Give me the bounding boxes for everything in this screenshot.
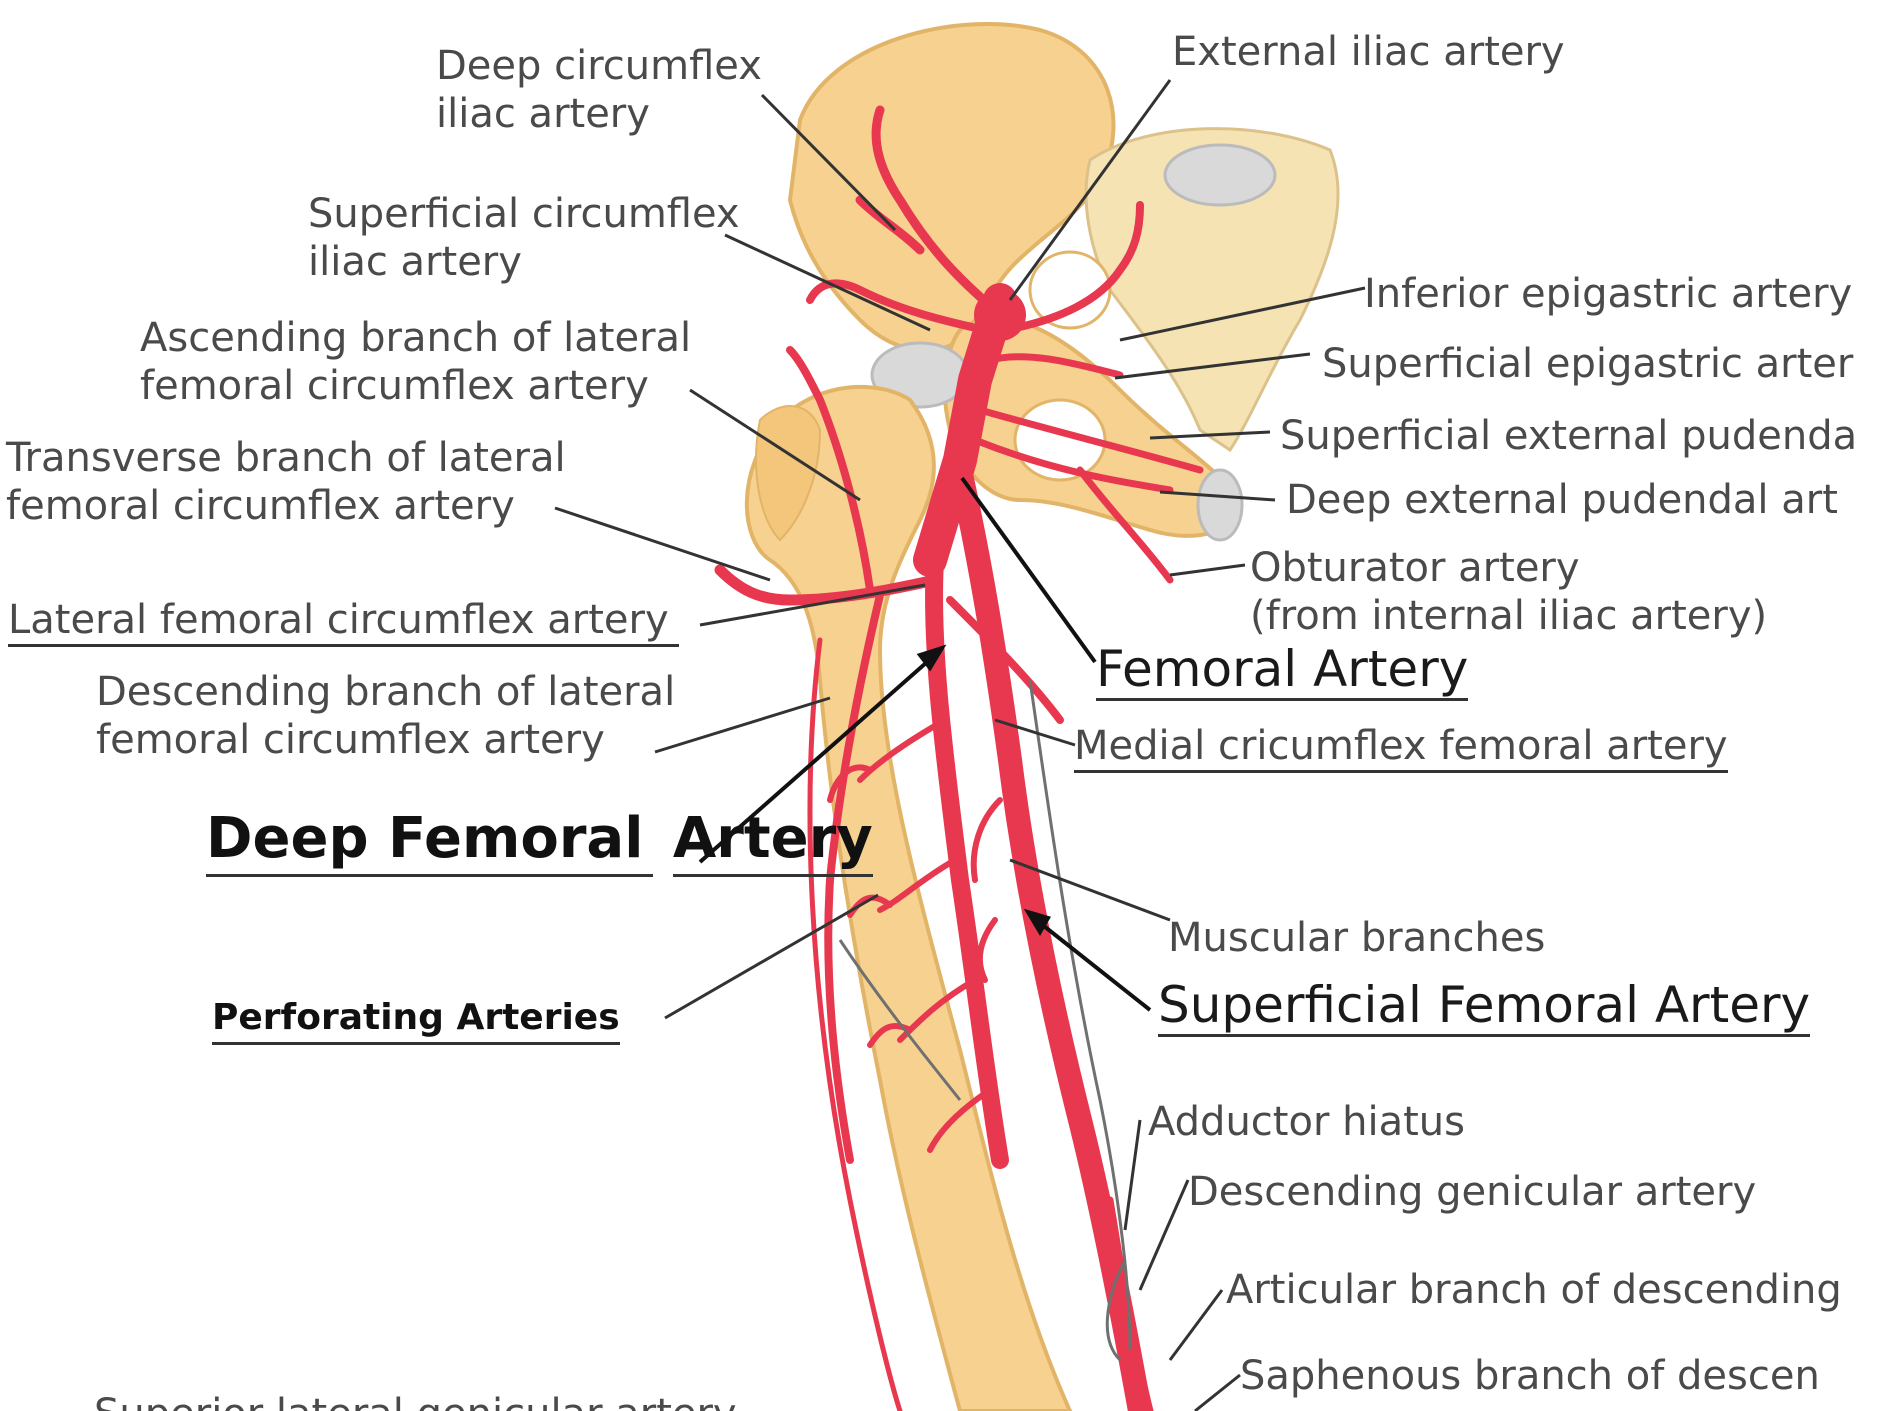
label-inferior-epigastric: Inferior epigastric artery (1364, 270, 1852, 318)
label-descending-genicular: Descending genicular artery (1188, 1168, 1756, 1216)
label-superficial-femoral: Superficial Femoral Artery (1158, 976, 1810, 1037)
label-transverse-branch-lfca: Transverse branch of lateral femoral cir… (6, 434, 566, 530)
label-superficial-epigastric: Superficial epigastric arter (1322, 340, 1853, 388)
label-descending-branch-lfca: Descending branch of lateral femoral cir… (96, 668, 675, 764)
label-superior-lateral-genicular: Superior lateral genicular artery (94, 1390, 737, 1411)
sacral-disc (1165, 145, 1275, 205)
pubic-symphysis (1198, 470, 1242, 540)
label-superficial-external-pudendal: Superficial external pudenda (1280, 412, 1857, 460)
label-medial-circumflex: Medial cricumflex femoral artery (1074, 722, 1728, 773)
label-saphenous-branch: Saphenous branch of descen (1240, 1352, 1820, 1400)
label-muscular-branches: Muscular branches (1168, 914, 1545, 962)
label-femoral-artery: Femoral Artery (1096, 640, 1468, 701)
label-articular-branch: Articular branch of descending (1226, 1266, 1842, 1314)
label-deep-external-pudendal: Deep external pudendal art (1286, 476, 1838, 524)
label-obturator: Obturator artery (from internal iliac ar… (1250, 544, 1767, 640)
label-deep-femoral: Deep Femoral Artery (206, 804, 873, 877)
label-superficial-circumflex-iliac: Superficial circumflex iliac artery (308, 190, 740, 286)
label-lateral-femoral-circumflex: Lateral femoral circumflex artery (8, 596, 679, 647)
muscular-branch-vessel (974, 800, 1000, 980)
label-perforating-arteries: Perforating Arteries (212, 994, 620, 1045)
label-external-iliac: External iliac artery (1172, 28, 1565, 76)
label-ascending-branch-lfca: Ascending branch of lateral femoral circ… (140, 314, 691, 410)
label-deep-circumflex-iliac: Deep circumflex iliac artery (436, 42, 762, 138)
label-adductor-hiatus: Adductor hiatus (1148, 1098, 1465, 1146)
